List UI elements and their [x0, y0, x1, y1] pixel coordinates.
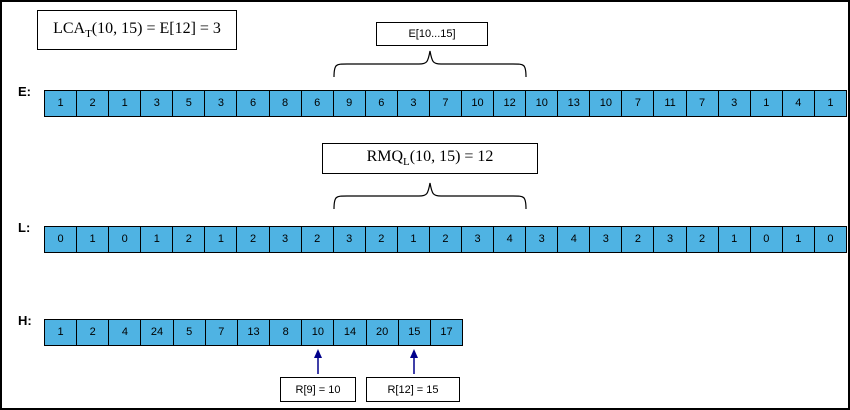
array-cell: 9	[332, 90, 366, 117]
array-cell: 12	[493, 90, 527, 117]
array-cell: 1	[749, 90, 783, 117]
array-cell: 1	[44, 319, 78, 346]
array-cell: 6	[364, 90, 398, 117]
r12-label-box: R[12] = 15	[366, 377, 460, 402]
array-cell: 3	[268, 226, 302, 253]
array-cell: 6	[300, 90, 334, 117]
array-cell: 5	[172, 319, 206, 346]
array-cell: 6	[236, 90, 270, 117]
array-cell: 2	[76, 90, 110, 117]
array-cell: 5	[172, 90, 206, 117]
up-arrow-icon-r9	[314, 349, 322, 374]
array-cell: 14	[333, 319, 367, 346]
array-cell: 8	[268, 90, 302, 117]
array-cell: 24	[140, 319, 174, 346]
array-cell: 0	[44, 226, 78, 253]
up-arrow-icon-r12	[410, 349, 418, 374]
array-cell: 2	[172, 226, 206, 253]
array-cell: 2	[621, 226, 655, 253]
array-cell: 13	[557, 90, 591, 117]
rmq-formula-text: RMQL(10, 15) = 12	[366, 148, 494, 169]
array-cell: 0	[813, 226, 847, 253]
array-cell: 3	[140, 90, 174, 117]
array-cell: 2	[364, 226, 398, 253]
array-cell: 11	[653, 90, 687, 117]
array-cell: 3	[204, 90, 238, 117]
array-cell: 7	[621, 90, 655, 117]
array-cell: 4	[781, 90, 815, 117]
array-cell: 2	[236, 226, 270, 253]
array-cell: 1	[396, 226, 430, 253]
array-cell: 1	[204, 226, 238, 253]
array-cell: 20	[365, 319, 399, 346]
array-cell: 3	[525, 226, 559, 253]
array-cell: 8	[269, 319, 303, 346]
array-cell: 1	[781, 226, 815, 253]
array-cell: 7	[204, 319, 238, 346]
l-array-label: L:	[18, 220, 31, 235]
l-range-brace-icon	[333, 182, 527, 210]
array-cell: 17	[429, 319, 464, 346]
r9-label-box: R[9] = 10	[280, 377, 356, 402]
e-range-label-box: E[10...15]	[376, 22, 488, 46]
array-cell: 2	[76, 319, 110, 346]
array-cell: 10	[301, 319, 335, 346]
array-cell: 1	[76, 226, 110, 253]
array-cell: 1	[813, 90, 847, 117]
array-cell: 7	[685, 90, 719, 117]
array-cell: 3	[717, 90, 751, 117]
array-cell: 1	[108, 90, 142, 117]
array-cell: 1	[140, 226, 174, 253]
r9-label: R[9] = 10	[295, 383, 341, 396]
array-cell: 2	[300, 226, 334, 253]
array-cell: 10	[525, 90, 559, 117]
array-cell: 4	[557, 226, 591, 253]
lca-formula-box: LCAT(10, 15) = E[12] = 3	[37, 10, 237, 50]
rmq-formula-box: RMQL(10, 15) = 12	[322, 143, 538, 174]
array-cell: 1	[717, 226, 751, 253]
array-cell: 3	[589, 226, 623, 253]
array-cell: 15	[397, 319, 431, 346]
array-cell: 4	[493, 226, 527, 253]
array-cell: 3	[332, 226, 366, 253]
array-cell: 10	[461, 90, 495, 117]
array-cell: 3	[461, 226, 495, 253]
array-cell: 3	[653, 226, 687, 253]
array-cell: 1	[44, 90, 78, 117]
array-cell: 3	[396, 90, 430, 117]
array-cell: 0	[749, 226, 783, 253]
e-range-brace-icon	[333, 50, 527, 78]
array-cell: 2	[685, 226, 719, 253]
array-cell: 2	[428, 226, 463, 253]
array-cell: 7	[428, 90, 463, 117]
array-cell: 10	[589, 90, 623, 117]
array-cell: 4	[108, 319, 142, 346]
h-array-label: H:	[18, 313, 32, 328]
lca-formula-text: LCAT(10, 15) = E[12] = 3	[53, 19, 221, 41]
array-cell: 13	[236, 319, 271, 346]
e-array-label: E:	[18, 84, 31, 99]
r12-label: R[12] = 15	[387, 383, 439, 396]
array-cell: 0	[108, 226, 142, 253]
e-range-label: E[10...15]	[408, 28, 456, 40]
